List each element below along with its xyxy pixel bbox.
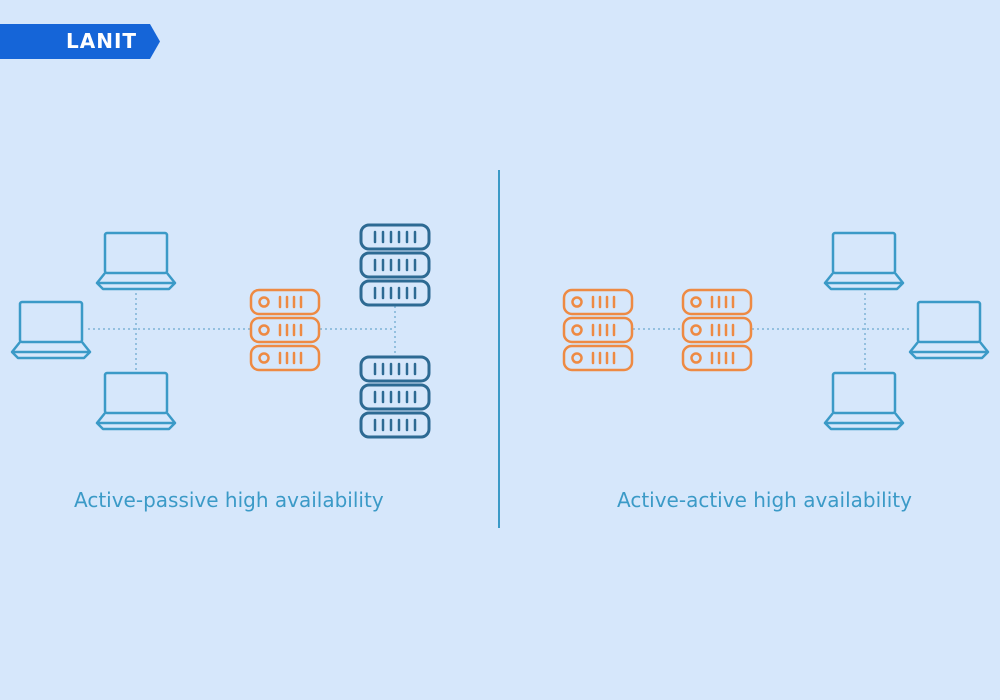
laptop-icon — [10, 300, 92, 360]
logo-badge — [0, 24, 160, 59]
laptop-icon — [823, 371, 905, 431]
caption-active-active: Active-active high availability — [617, 488, 912, 512]
server-rack-icon — [681, 288, 753, 372]
laptop-icon — [95, 231, 177, 291]
laptop-icon — [95, 371, 177, 431]
server-rack-icon — [359, 355, 431, 439]
logo-text: LANIT — [66, 29, 138, 53]
server-rack-icon — [562, 288, 634, 372]
server-rack-icon — [359, 223, 431, 307]
laptop-icon — [823, 231, 905, 291]
server-rack-icon — [249, 288, 321, 372]
laptop-icon — [908, 300, 990, 360]
caption-active-passive: Active-passive high availability — [74, 488, 384, 512]
connector-lines — [88, 293, 912, 372]
